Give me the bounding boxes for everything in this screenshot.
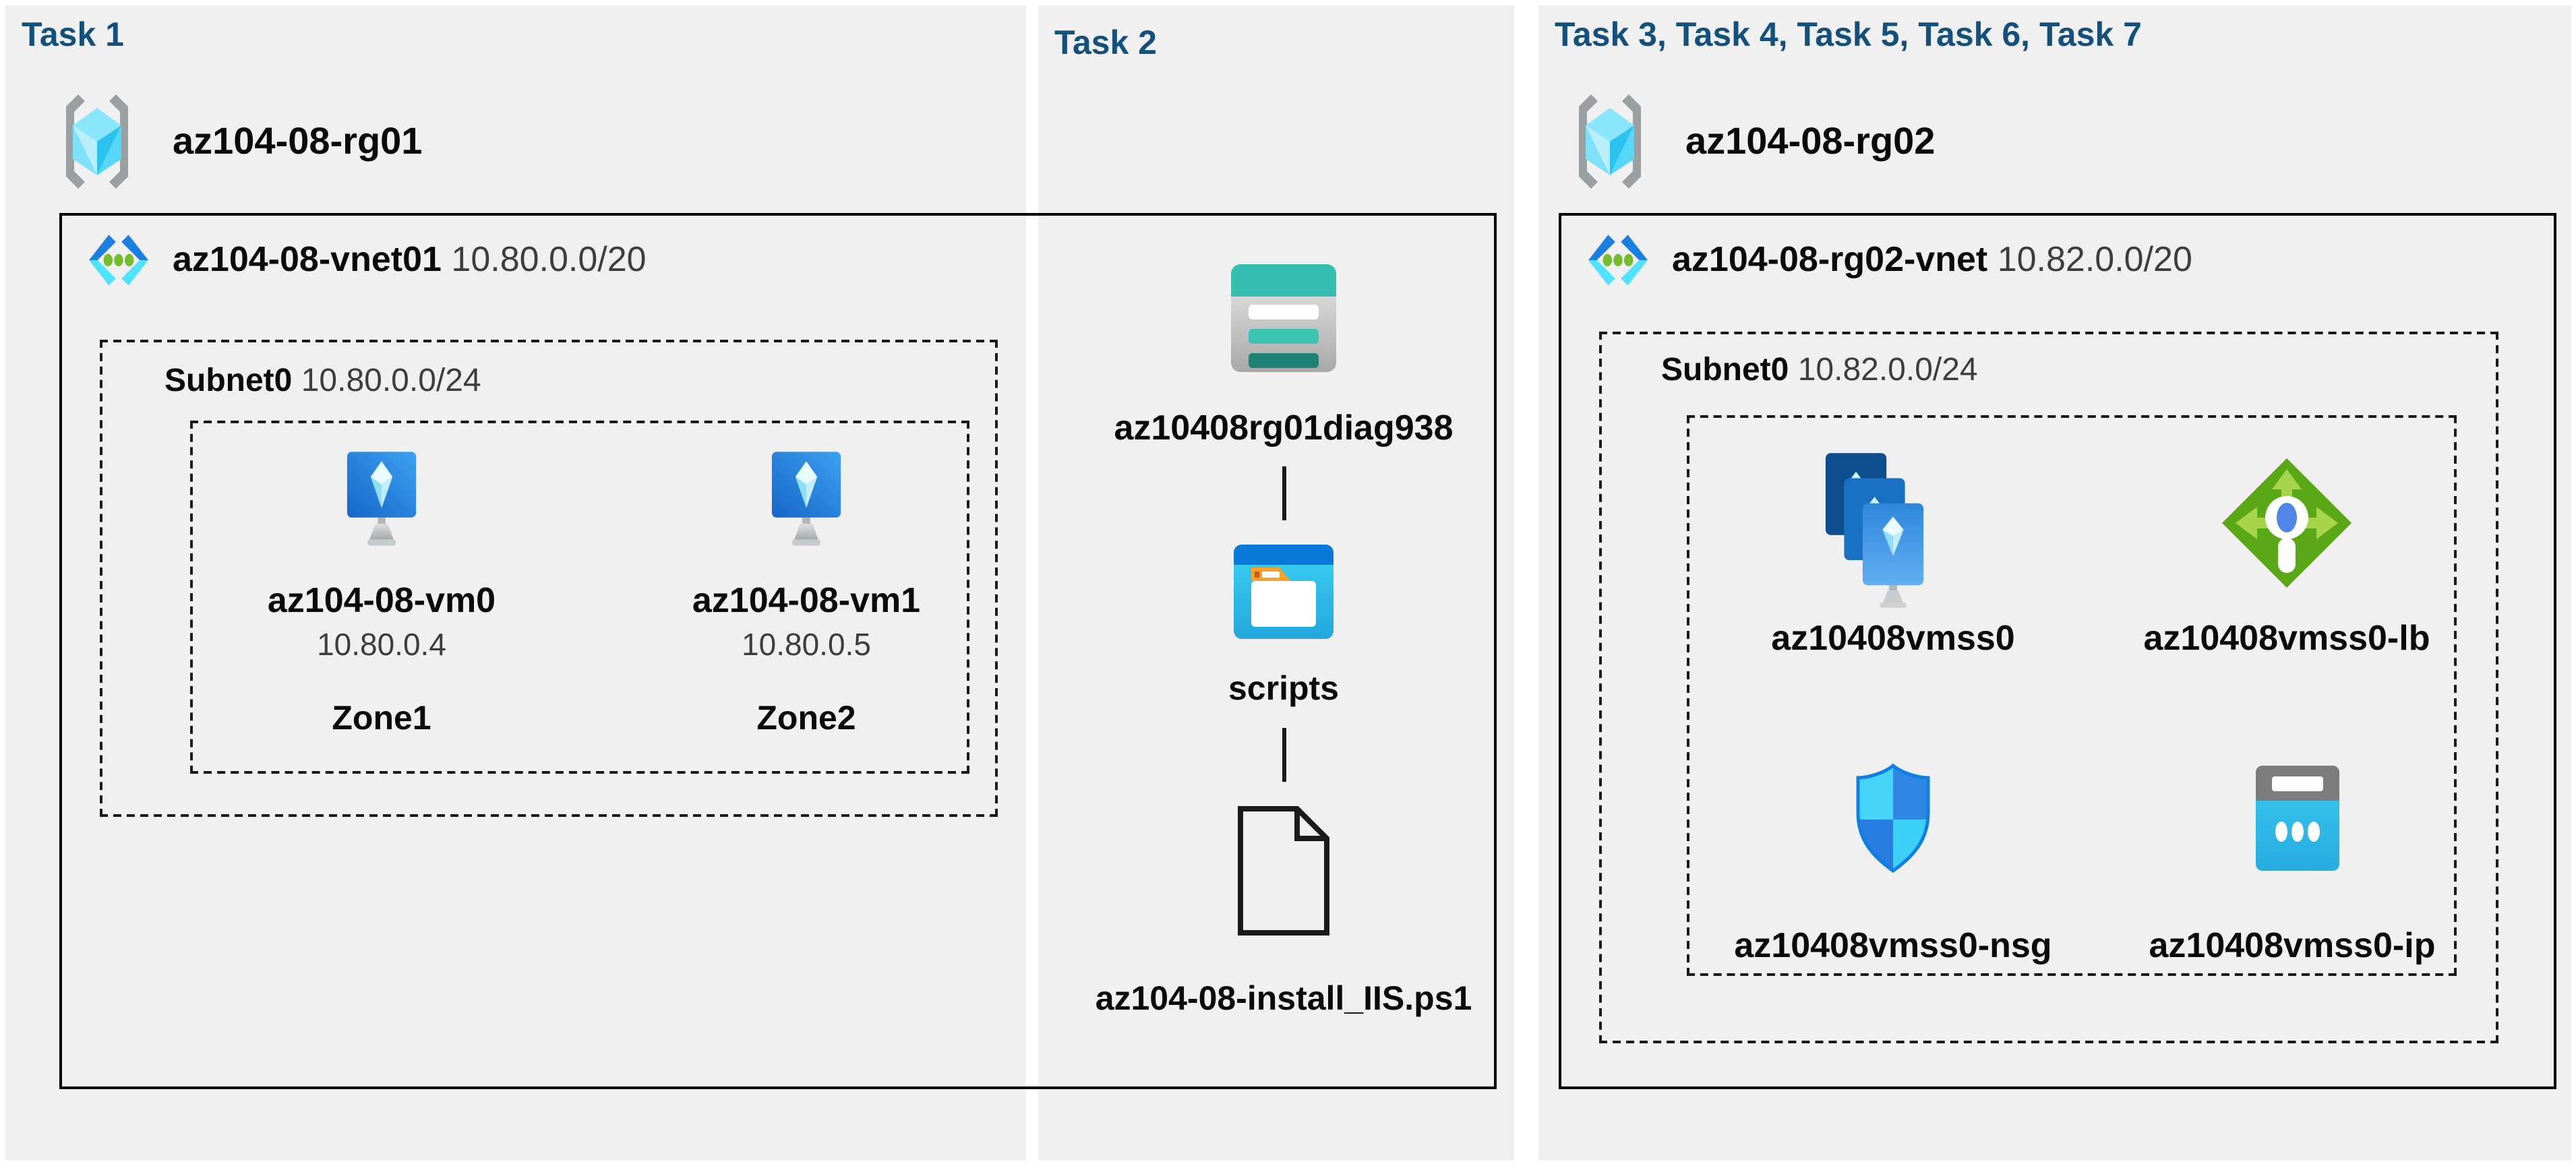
resource-group-icon	[59, 89, 135, 194]
vm1-zone: Zone2	[756, 700, 856, 737]
script-file-label: az104-08-install_IIS.ps1	[1095, 980, 1472, 1018]
vm1-icon	[770, 450, 843, 547]
vm-scale-set-icon	[1823, 450, 1960, 609]
subnet0-label-task3: Subnet0 10.82.0.0/24	[1661, 350, 1978, 391]
vnet-icon-rg02	[1583, 229, 1653, 291]
nsg-label: az10408vmss0-nsg	[1734, 925, 2052, 965]
task1-heading: Task 1	[22, 16, 124, 54]
load-balancer-icon	[2219, 456, 2354, 590]
bracket-right	[109, 94, 128, 189]
vm0-zone: Zone1	[332, 700, 431, 737]
blob-container-icon	[1234, 545, 1334, 639]
rg02-vnet-name: az104-08-rg02-vnet	[1672, 239, 1988, 279]
vm0-ip: 10.80.0.4	[317, 627, 446, 662]
bracket-left	[66, 94, 85, 189]
subnet0-box-task3	[1599, 332, 2498, 1043]
connector-scripts-file	[1282, 728, 1286, 782]
vmss-label: az10408vmss0	[1771, 617, 2015, 658]
vm1-ip: 10.80.0.5	[742, 627, 871, 662]
vm1-name: az104-08-vm1	[692, 580, 921, 620]
rg02-vnet-boundary-box	[1559, 213, 2556, 1089]
vnet-icon	[84, 229, 154, 291]
subnet0-cidr-task1: 10.80.0.0/24	[301, 363, 481, 399]
subnet0-name-task3: Subnet0	[1661, 352, 1789, 388]
storage-account-icon	[1231, 264, 1336, 372]
rg02-vnet-label: az104-08-rg02-vnet 10.82.0.0/20	[1672, 237, 2192, 280]
scripts-label: scripts	[1228, 670, 1339, 708]
lb-label: az10408vmss0-lb	[2143, 617, 2430, 658]
vnet01-label: az104-08-vnet01 10.80.0.0/20	[173, 237, 647, 280]
rg02-label: az104-08-rg02	[1685, 120, 1936, 162]
storage-account-label: az10408rg01diag938	[1114, 407, 1454, 448]
vm0-icon	[345, 450, 418, 547]
subnet0-name-task1: Subnet0	[164, 363, 293, 399]
script-file-icon	[1235, 803, 1332, 938]
public-ip-label: az10408vmss0-ip	[2149, 925, 2436, 965]
vnet01-name: az104-08-vnet01	[173, 239, 442, 279]
task2-heading: Task 2	[1054, 24, 1157, 62]
vnet01-cidr: 10.80.0.0/20	[451, 239, 647, 279]
resource-group-icon-rg02	[1572, 89, 1648, 194]
subnet0-label-task1: Subnet0 10.80.0.0/24	[164, 361, 481, 402]
subnet0-box-task1	[100, 340, 998, 817]
subnet0-cidr-task3: 10.82.0.0/24	[1797, 352, 1978, 388]
vnet01-boundary-box	[59, 213, 1497, 1089]
panel-task1	[5, 5, 1026, 1161]
panel-task3	[1538, 5, 2571, 1161]
vmss-group-box	[1687, 415, 2457, 976]
connector-storage-scripts	[1282, 466, 1286, 520]
zones-box	[190, 421, 969, 774]
rg02-vnet-cidr: 10.82.0.0/20	[1997, 239, 2192, 279]
public-ip-icon	[2254, 763, 2341, 873]
rg01-label: az104-08-rg01	[173, 120, 423, 162]
vm0-name: az104-08-vm0	[267, 580, 496, 620]
nsg-shield-icon	[1854, 763, 1932, 873]
task3-heading: Task 3, Task 4, Task 5, Task 6, Task 7	[1555, 16, 2142, 54]
